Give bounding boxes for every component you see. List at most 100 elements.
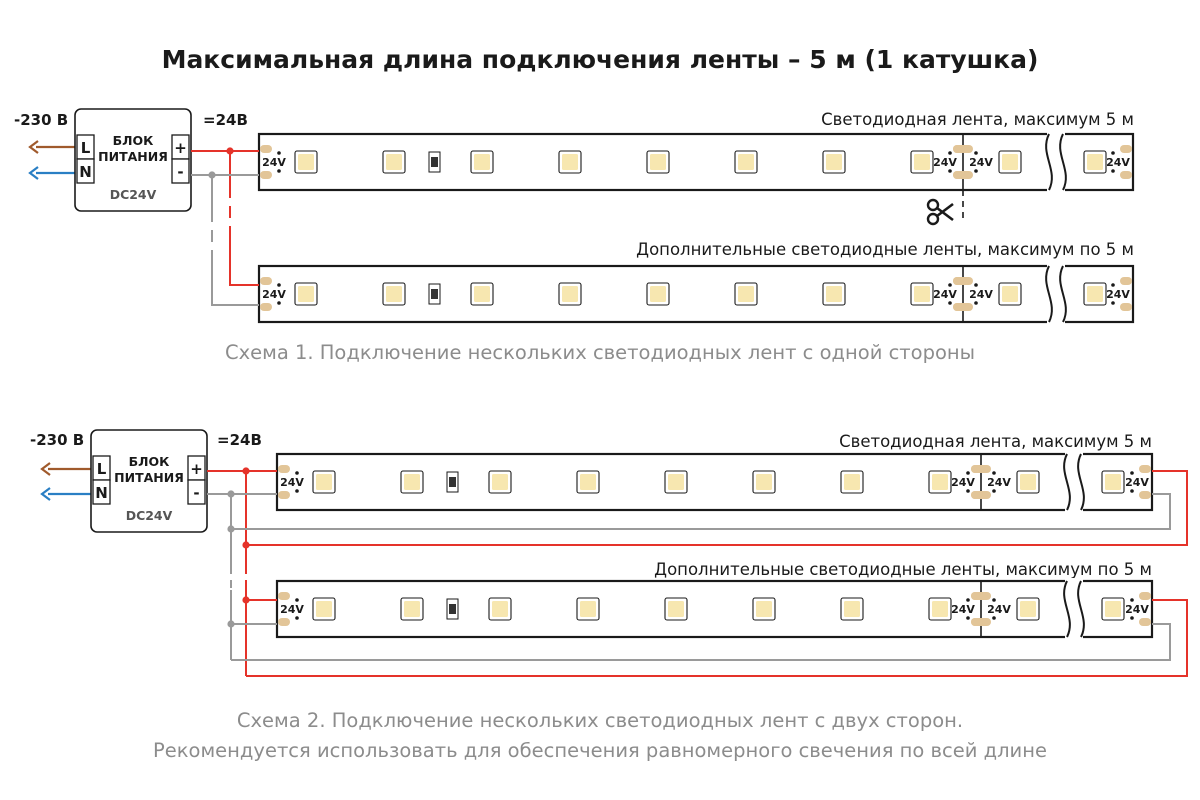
scheme-2: -230 В =24В Светодиодная лента, максимум… <box>30 431 1152 762</box>
scheme2-extra-strip-led-emitter <box>668 601 684 617</box>
scheme1-main-strip-resistor-core <box>431 157 438 167</box>
scheme2-main-strip-solder-dot <box>295 471 299 475</box>
scheme1-extra-strip-voltage-mark: 24V <box>969 288 993 301</box>
scheme2-extra-strip-solder-dot <box>295 616 299 620</box>
scheme1-extra-strip-led-emitter <box>386 286 402 302</box>
scheme2-main-strip-solder-dot <box>295 489 299 493</box>
scheme1-main-strip-cut-pad <box>953 171 973 179</box>
scheme1-main-strip-led-emitter <box>298 154 314 170</box>
scheme2-main-strip-led-emitter <box>756 474 772 490</box>
scheme2-extra-strip-led-emitter <box>844 601 860 617</box>
scheme1-positive-junction <box>226 147 234 155</box>
scheme2-output-voltage: =24В <box>217 431 262 449</box>
scheme2-extra-strip-led-emitter <box>1105 601 1121 617</box>
scheme1-main-strip-pad <box>1120 145 1132 153</box>
scheme2-extra-strip-cut-pad <box>971 592 991 600</box>
scheme2-main-strip-solder-dot <box>992 489 996 493</box>
scheme2-main-strip-led-emitter <box>492 474 508 490</box>
scheme1-positive-branch <box>229 226 259 286</box>
scheme1-extra-strip-voltage-mark: 24V <box>262 288 286 301</box>
scheme2-negative-return-main <box>231 493 1171 530</box>
scheme2-main-strip-solder-dot <box>966 471 970 475</box>
scheme1-extra-strip-solder-dot <box>277 301 281 305</box>
scheme2-main-strip-led-emitter <box>844 474 860 490</box>
scheme2-extra-strip-voltage-mark: 24V <box>987 603 1011 616</box>
scheme1-extra-strip-solder-dot <box>1111 283 1115 287</box>
scheme1-main-strip-pad <box>260 145 272 153</box>
scheme2-main-strip-led-emitter <box>1105 474 1121 490</box>
scheme2-main-strip-led-emitter <box>1020 474 1036 490</box>
scheme1-main-strip-led-emitter <box>474 154 490 170</box>
scheme2-extra-strip-led-emitter <box>756 601 772 617</box>
scheme1-main-strip-voltage-mark: 24V <box>262 156 286 169</box>
scheme-1: -230 В =24В Светодиодная лента, максимум… <box>14 110 1134 364</box>
scheme2-extra-strip-pad <box>1139 618 1151 626</box>
scheme1-main-strip-break-mark <box>1045 133 1053 191</box>
scheme1-main-strip-solder-dot <box>1111 169 1115 173</box>
scheme2-main-strip-solder-dot <box>992 471 996 475</box>
scheme1-extra-strip-pad <box>260 303 272 311</box>
scheme1-extra-strip-label: Дополнительные светодиодные ленты, макси… <box>636 240 1134 259</box>
scheme2-negative-return-extra <box>231 623 1171 661</box>
scheme1-extra-strip-solder-dot <box>948 301 952 305</box>
scheme2-extra-strip-solder-dot <box>1130 598 1134 602</box>
scheme1-main-strip-solder-dot <box>277 169 281 173</box>
scheme2-phase-arrow-head <box>40 462 51 476</box>
scheme2-extra-strip-solder-dot <box>966 616 970 620</box>
scheme2-caption-line-1: Схема 2. Подключение нескольких светодио… <box>237 709 963 732</box>
scheme2-main-strip-pad <box>278 465 290 473</box>
scheme2-phase-arrow <box>40 462 94 476</box>
scheme1-main-strip-solder-dot <box>974 151 978 155</box>
scheme2-negative-branch <box>230 590 277 625</box>
scheme2-main-strip-resistor-core <box>449 477 456 487</box>
scheme1-main-strip-solder-dot <box>1111 151 1115 155</box>
scheme1-psu-terminal-l: L <box>81 139 91 157</box>
scheme2-psu-body <box>90 429 208 533</box>
scissors-handle <box>926 212 940 226</box>
scheme1-psu-terminal-plus: + <box>174 139 187 157</box>
scheme1-neutral-arrow-head <box>28 166 39 180</box>
scheme2-extra-strip-resistor-core <box>449 604 456 614</box>
scheme2-extra-strip-solder-dot <box>966 598 970 602</box>
scheme1-extra-strip-pad <box>1120 303 1132 311</box>
scheme2-psu-terminal-n-box <box>92 479 111 505</box>
scheme1-main-strip-voltage-mark: 24V <box>1106 156 1130 169</box>
scheme2-main-strip-solder-dot <box>1130 489 1134 493</box>
scheme1-extra-strip-cut-pad <box>953 303 973 311</box>
scheme1-main-strip-voltage-mark: 24V <box>969 156 993 169</box>
scheme1-extra-strip-led-emitter <box>474 286 490 302</box>
scheme2-neutral-arrow-head <box>40 487 51 501</box>
scheme2-extra-strip-led-emitter <box>580 601 596 617</box>
scheme1-extra-strip-led-emitter <box>650 286 666 302</box>
scheme1-extra-strip-solder-dot <box>948 283 952 287</box>
scheme2-extra-strip-solder-dot <box>992 616 996 620</box>
scheme1-main-strip-led-emitter <box>1002 154 1018 170</box>
scheme2-positive-branch <box>245 586 277 601</box>
scheme2-extra-strip-voltage-mark: 24V <box>1125 603 1149 616</box>
scheme1-main-strip-led-emitter <box>562 154 578 170</box>
scheme2-psu-label-1: БЛОК <box>129 454 171 469</box>
scheme2-main-strip-break-mark <box>1063 453 1071 511</box>
scheme2-psu-label-2: ПИТАНИЯ <box>114 470 184 485</box>
scheme2-positive-junction <box>242 467 250 475</box>
scheme2-main-strip-pad <box>278 491 290 499</box>
scheme2-main-strip-pad <box>1139 491 1151 499</box>
scheme1-output-voltage: =24В <box>203 111 248 129</box>
scheme2-main-strip-pad <box>1139 465 1151 473</box>
scheme2-extra-strip-break-mark <box>1077 580 1085 638</box>
scheme1-extra-strip-led-emitter <box>1002 286 1018 302</box>
scheme2-main-strip-cut-pad <box>971 465 991 473</box>
scheme2-extra-strip-led-emitter <box>404 601 420 617</box>
scheme2-extra-strip-led-emitter <box>492 601 508 617</box>
scheme1-extra-strip-led-emitter <box>562 286 578 302</box>
scheme2-main-strip-solder-dot <box>966 489 970 493</box>
scheme1-main-strip-solder-dot <box>974 169 978 173</box>
scheme1-extra-strip-voltage-mark: 24V <box>1106 288 1130 301</box>
scheme1-psu-terminal-n-box <box>76 158 95 184</box>
scheme2-neutral-arrow <box>40 487 94 501</box>
scheme2-main-strip-led-emitter <box>668 474 684 490</box>
scheme1-extra-strip-break-mark <box>1059 265 1067 323</box>
